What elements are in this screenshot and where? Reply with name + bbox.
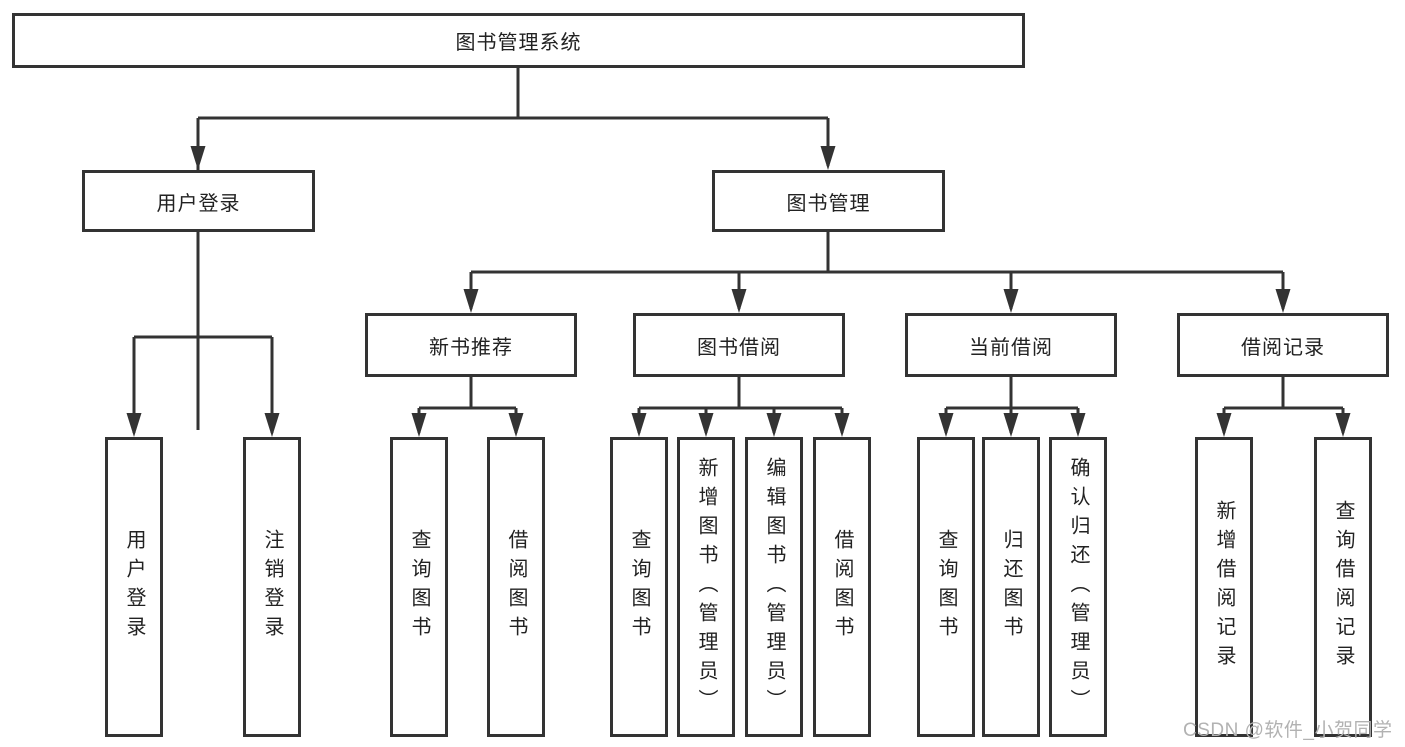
arrowheads-user-login-branch bbox=[126, 413, 280, 437]
leaf-return-books: 归还图书 bbox=[982, 437, 1040, 737]
leaf-add-books-admin: 新增图书（管理员） bbox=[677, 437, 735, 737]
connector-new-book-children bbox=[417, 377, 518, 433]
leaf-add-borrow-record: 新增借阅记录 bbox=[1195, 437, 1253, 737]
node-book-management: 图书管理 bbox=[712, 170, 945, 232]
connector-book-borrow-children bbox=[637, 377, 844, 433]
leaf-edit-books-admin: 编辑图书（管理员） bbox=[745, 437, 803, 737]
leaf-query-books-current: 查询图书 bbox=[917, 437, 975, 737]
node-new-book-recommend: 新书推荐 bbox=[365, 313, 577, 377]
connector-borrow-records-children bbox=[1222, 377, 1345, 433]
node-book-borrow: 图书借阅 bbox=[633, 313, 845, 377]
leaf-borrow-books: 借阅图书 bbox=[813, 437, 871, 737]
arrowheads-level3 bbox=[463, 289, 1291, 313]
leaf-confirm-return-admin: 确认归还（管理员） bbox=[1049, 437, 1107, 737]
leaf-query-books-recommend: 查询图书 bbox=[390, 437, 448, 737]
arrowheads-level2 bbox=[190, 146, 836, 170]
leaf-user-login: 用户登录 bbox=[105, 437, 163, 737]
node-current-borrow: 当前借阅 bbox=[905, 313, 1117, 377]
arrowheads-level4 bbox=[411, 413, 1351, 437]
node-user-login: 用户登录 bbox=[82, 170, 315, 232]
csdn-watermark: CSDN @软件_小贺同学 bbox=[1183, 720, 1393, 741]
leaf-borrow-books-recommend: 借阅图书 bbox=[487, 437, 545, 737]
leaf-query-books-borrow: 查询图书 bbox=[610, 437, 668, 737]
leaf-query-borrow-record: 查询借阅记录 bbox=[1314, 437, 1372, 737]
connector-user-login-branch bbox=[132, 232, 274, 433]
node-borrow-records: 借阅记录 bbox=[1177, 313, 1389, 377]
leaf-logout-login: 注销登录 bbox=[243, 437, 301, 737]
connector-book-management-branch bbox=[469, 232, 1285, 309]
node-root-system: 图书管理系统 bbox=[12, 13, 1025, 68]
